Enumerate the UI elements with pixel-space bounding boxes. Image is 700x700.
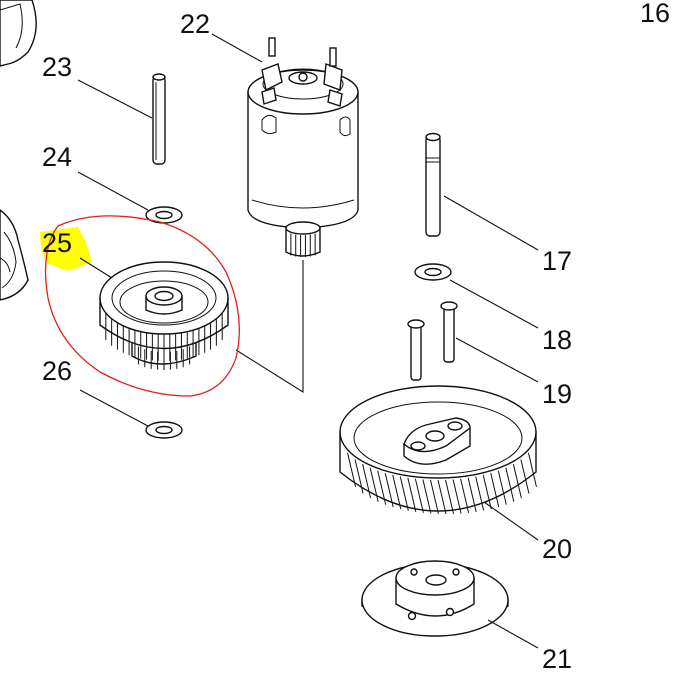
gear-tooth-line [445,479,455,514]
gear-tooth-line [422,479,432,514]
gear-tooth-line [429,479,439,514]
gear-tooth-line [384,472,394,508]
gear-tooth-line [354,459,364,494]
gear-tooth-line [347,452,357,488]
gear-tooth-line [399,476,409,511]
gear-tooth-line [437,479,447,515]
part-17-pin [425,132,441,237]
gear-tooth-line [520,459,530,494]
callout-23: 23 [42,52,72,82]
part-21-flange [361,560,509,637]
gear-tooth-line [467,477,477,512]
gear-tooth-line [482,474,492,510]
gear-tooth-line [452,479,462,514]
callout-17: 17 [542,246,572,276]
part-25-gear [99,261,229,370]
callout-20: 20 [542,534,572,564]
callout-25: 25 [42,228,72,258]
callout-16: 16 [640,0,670,28]
assembly-line-motor [235,260,304,393]
part-23-pin [152,73,166,165]
callout-22: 22 [180,9,210,39]
callout-21: 21 [542,644,572,674]
callout-19: 19 [542,379,572,409]
gear-tooth-line [527,452,537,488]
gear-tooth-line [392,474,402,510]
callout-24: 24 [42,142,72,172]
gear-tooth-line [497,470,507,505]
gear-tooth-line [377,470,387,505]
part-26-washer [145,421,183,439]
gear-tooth-line [414,478,424,513]
highlight-outline [44,215,240,397]
gear-tooth-line [407,477,417,512]
part-20-ring-gear [339,385,537,515]
housing-edge-top [0,0,37,67]
callout-26: 26 [42,356,72,386]
gear-tooth-line [475,476,485,511]
gear-tooth-line [490,472,500,508]
part-19-pins [407,301,458,381]
gear-tooth-line [369,467,379,502]
gear-tooth-line [460,478,470,513]
leader-lines [77,33,539,649]
callout-18: 18 [542,325,572,355]
gear-tooth-line [512,464,522,499]
part-22-motor [247,37,359,257]
gear-tooth-line [505,467,515,502]
highlight-marker [40,227,92,271]
gear-tooth-line [362,464,372,499]
housing-edge-left [0,209,29,301]
part-18-washer [414,263,452,281]
housing-edge-top-inner [0,3,23,49]
